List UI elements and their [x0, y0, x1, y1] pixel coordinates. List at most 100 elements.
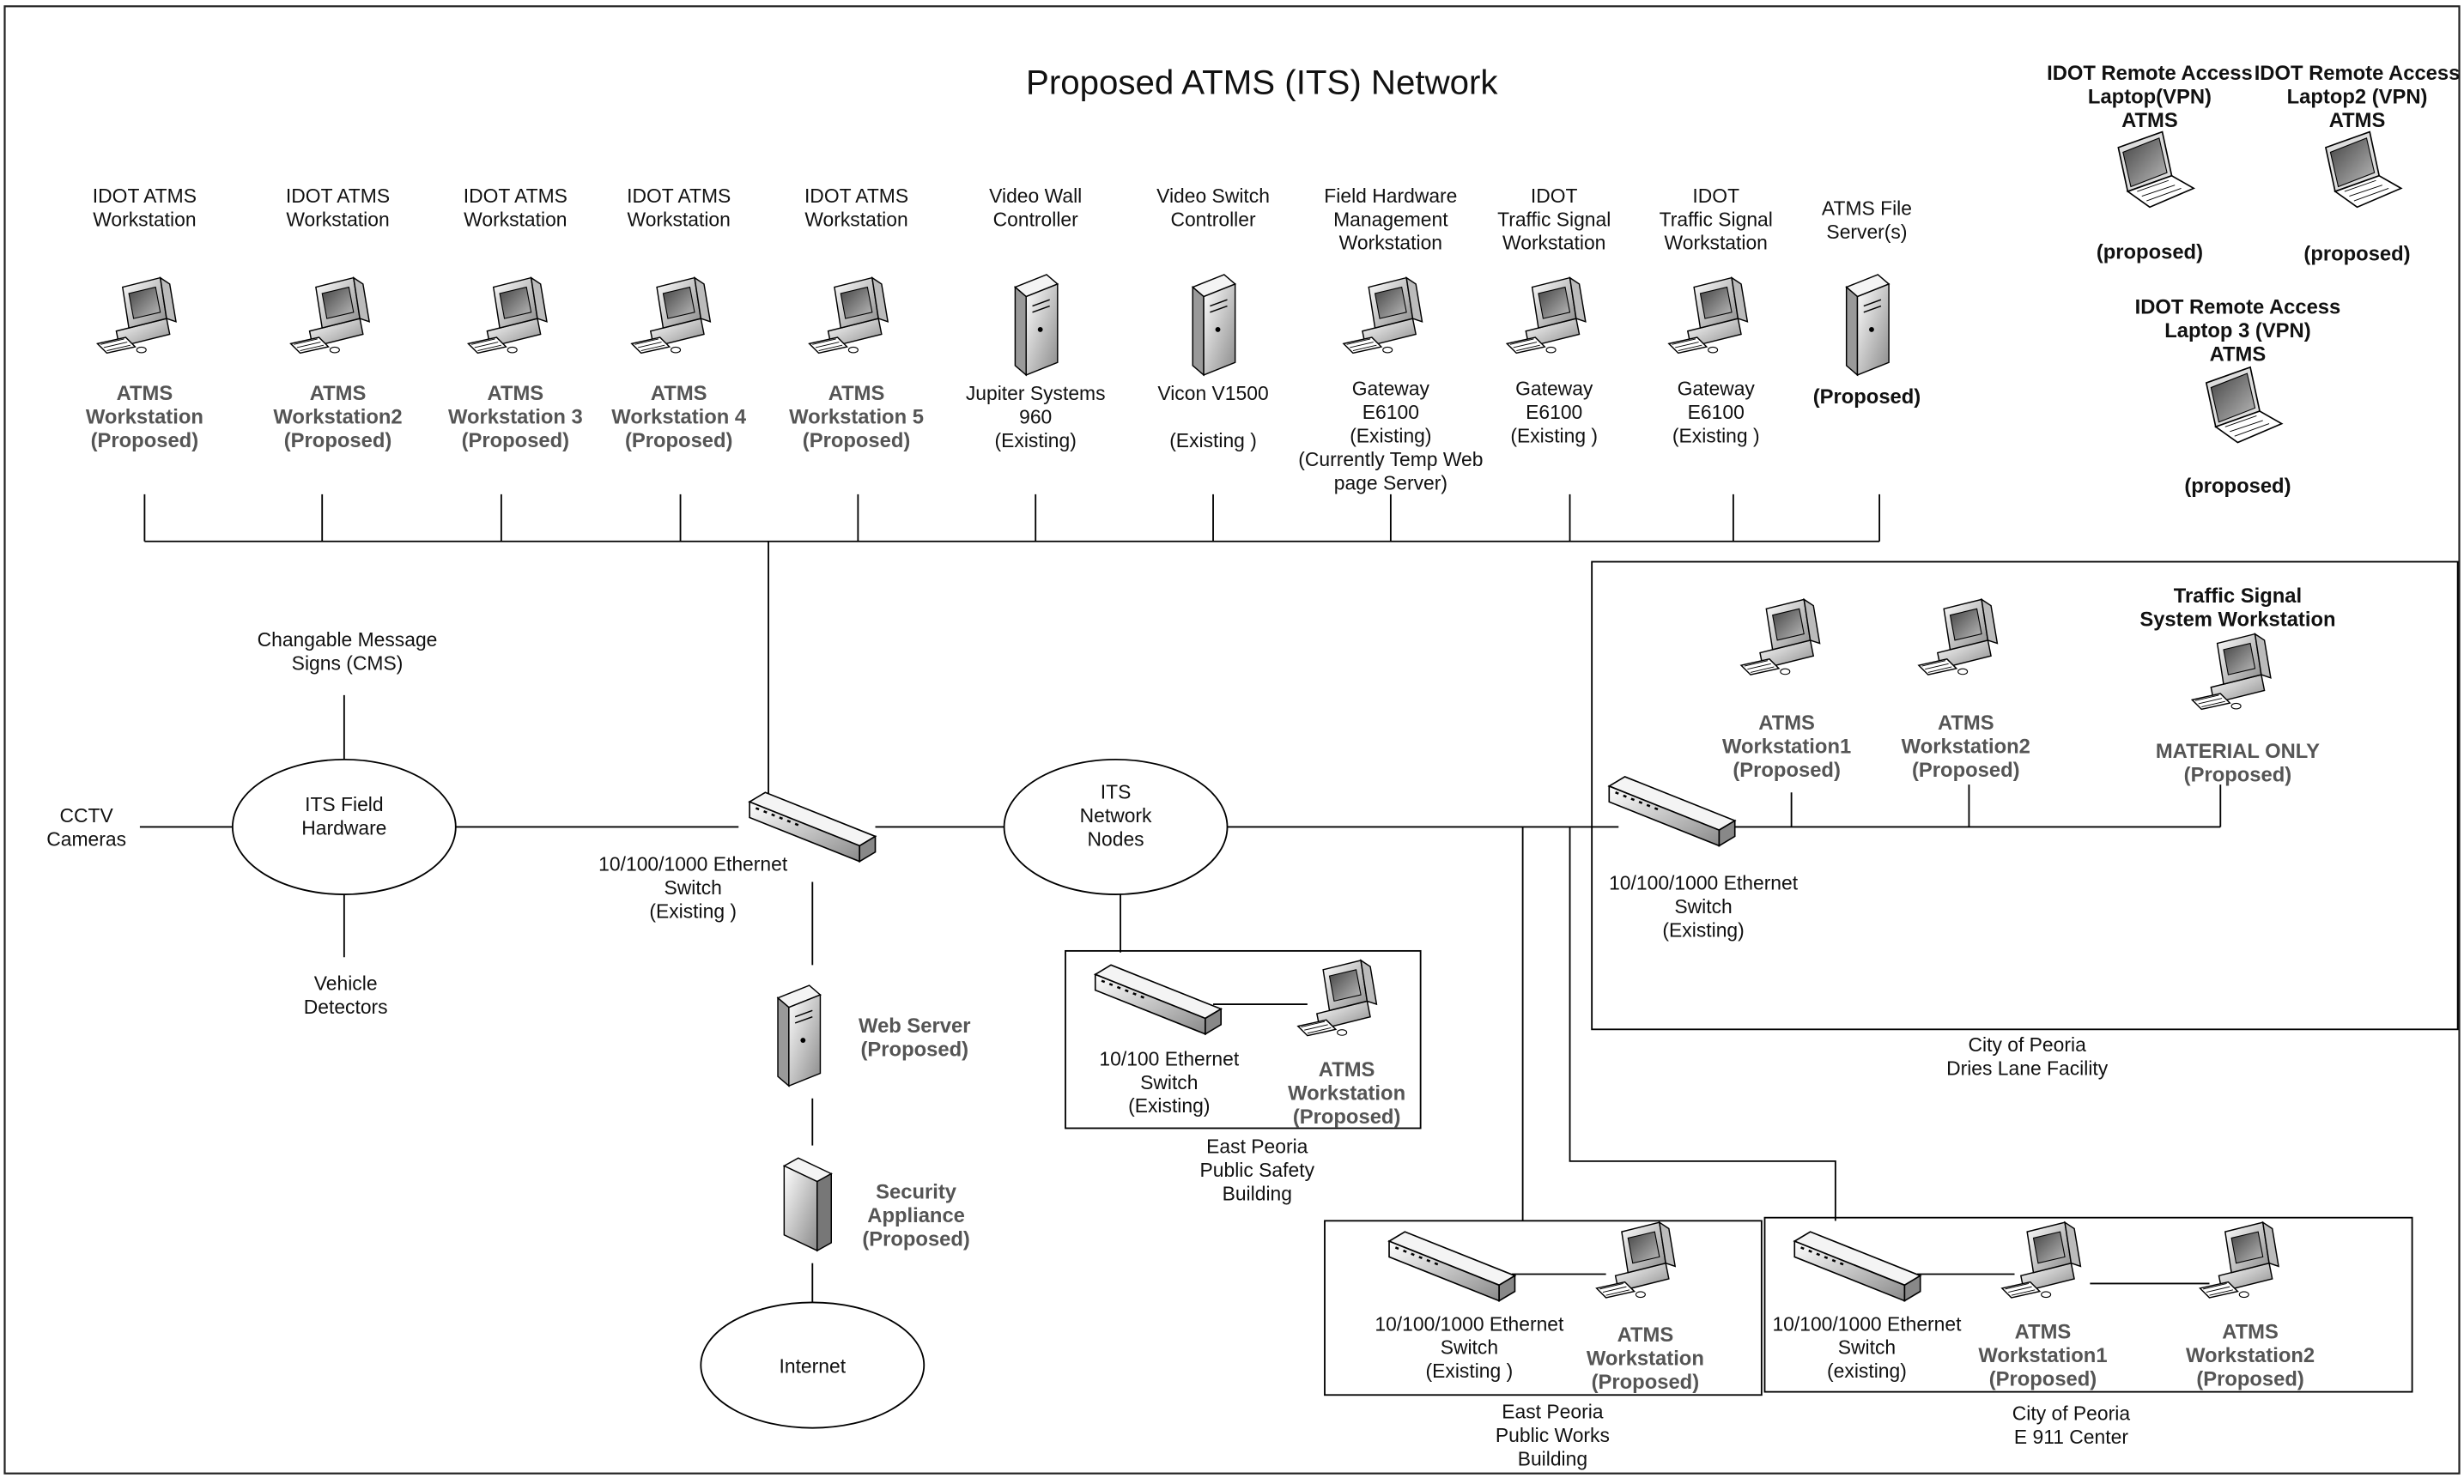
- its-network-nodes: [1003, 758, 1229, 895]
- node-heading: Workstation: [464, 208, 567, 230]
- connector-line: [1569, 827, 1836, 1221]
- switch-label: 10/100/1000 Ethernet: [1772, 1312, 1962, 1335]
- its-field-hardware-node: [231, 758, 457, 895]
- laptop-label: (proposed): [2097, 241, 2203, 264]
- node-heading: Management: [1333, 208, 1448, 230]
- workstation-icon: [1343, 276, 1423, 354]
- workstation-label: Workstation2: [1902, 736, 2030, 759]
- workstation-label: ATMS: [2222, 1320, 2279, 1343]
- workstation-icon: [2001, 1221, 2082, 1299]
- its-network-nodes-label: Nodes: [1087, 827, 1144, 850]
- site-caption: East Peoria: [1206, 1136, 1308, 1158]
- workstation-icon: [631, 276, 712, 354]
- site-caption: Public Works: [1496, 1424, 1610, 1446]
- workstation-label: (Proposed): [2184, 763, 2292, 786]
- switch-label: 10/100/1000 Ethernet: [1375, 1312, 1564, 1335]
- node-heading: IDOT ATMS: [286, 185, 390, 207]
- ethernet-switch-icon: [1608, 775, 1736, 847]
- workstation-label: Workstation1: [1722, 736, 1851, 759]
- node-label: (Existing): [1350, 425, 1431, 447]
- laptop-icon: [2205, 366, 2283, 444]
- workstation-heading: Traffic Signal: [2174, 585, 2302, 608]
- web-server-icon: [777, 984, 822, 1087]
- web-server-label: Web Server: [859, 1015, 970, 1038]
- diagram-title: Proposed ATMS (ITS) Network: [1026, 64, 1498, 102]
- workstation-icon: [1668, 276, 1749, 354]
- workstation-icon: [1918, 598, 1999, 675]
- site-caption: Dries Lane Facility: [1946, 1057, 2109, 1079]
- ethernet-switch-icon: [1387, 1230, 1516, 1302]
- laptop-heading: IDOT Remote Access: [2255, 62, 2461, 85]
- dries-lane-box: [1591, 560, 2459, 1031]
- node-label: Workstation 3: [448, 406, 583, 429]
- security-appliance-label: (Proposed): [862, 1228, 970, 1251]
- workstation-heading: System Workstation: [2139, 608, 2335, 631]
- switch-label: Switch: [1674, 895, 1732, 918]
- east-peoria-safety-box: [1065, 949, 1422, 1130]
- switch-label: 10/100 Ethernet: [1099, 1047, 1239, 1069]
- node-label: E6100: [1362, 401, 1419, 423]
- node-heading: Workstation: [628, 208, 731, 230]
- workstation-icon: [1506, 276, 1587, 354]
- switch-label: Switch: [1441, 1336, 1498, 1359]
- e911-center-box: [1763, 1216, 2413, 1393]
- vehicle-detectors-label: Vehicle: [314, 972, 378, 995]
- laptop-label: (proposed): [2303, 242, 2410, 265]
- node-label: Workstation2: [273, 406, 402, 429]
- node-label: 960: [1019, 406, 1052, 428]
- node-label: ATMS: [828, 382, 885, 405]
- cms-label: Changable Message: [258, 628, 438, 651]
- workstation-label: ATMS: [1319, 1058, 1375, 1081]
- node-label: ATMS: [488, 382, 544, 405]
- node-heading: Traffic Signal: [1660, 208, 1773, 230]
- workstation-icon: [467, 276, 548, 354]
- node-heading: Workstation: [1665, 232, 1768, 254]
- ethernet-switch-icon: [748, 790, 877, 863]
- cctv-label: CCTV: [60, 804, 114, 827]
- node-label: page Server): [1334, 471, 1447, 494]
- node-heading: Workstation: [804, 208, 907, 230]
- node-label: (Proposed): [91, 429, 199, 452]
- node-heading: IDOT ATMS: [627, 185, 731, 207]
- site-caption: E 911 Center: [2014, 1426, 2128, 1448]
- workstation-label: ATMS: [2015, 1320, 2072, 1343]
- node-label: Vicon V1500: [1157, 382, 1268, 404]
- switch-label: (Existing ): [1426, 1360, 1514, 1382]
- node-label: Workstation: [86, 406, 203, 429]
- workstation-label: (Proposed): [1912, 759, 2020, 782]
- node-heading: ATMS File: [1822, 197, 1912, 219]
- site-caption: East Peoria: [1502, 1401, 1604, 1423]
- switch-label: (Existing): [1128, 1094, 1210, 1117]
- node-label: (Proposed): [284, 429, 392, 452]
- laptop-heading: Laptop(VPN): [2088, 86, 2212, 109]
- site-boxes: [231, 560, 2459, 1429]
- server-icon: [1014, 274, 1059, 376]
- site-caption: City of Peoria: [2012, 1402, 2131, 1425]
- node-heading: Workstation: [1502, 232, 1605, 254]
- laptop-heading: ATMS: [2210, 343, 2267, 366]
- node-label: (Proposed): [803, 429, 911, 452]
- main-switch-label: (Existing ): [649, 900, 737, 923]
- node-heading: Workstation: [286, 208, 389, 230]
- ethernet-switch-icon: [1793, 1230, 1921, 1302]
- workstation-label: (Proposed): [1293, 1105, 1401, 1129]
- laptop-label: (proposed): [2184, 475, 2291, 498]
- node-label: (Proposed): [1813, 385, 1921, 409]
- workstation-icon: [2199, 1221, 2279, 1299]
- workstation-icon: [289, 276, 370, 354]
- workstation-label: Workstation2: [2186, 1344, 2315, 1367]
- workstation-icon: [808, 276, 889, 354]
- server-icon: [1845, 274, 1890, 376]
- cms-label: Signs (CMS): [292, 652, 404, 675]
- laptop-heading: IDOT Remote Access: [2047, 62, 2253, 85]
- vehicle-detectors-label: Detectors: [304, 996, 388, 1018]
- switch-label: (Existing): [1662, 918, 1744, 941]
- site-caption: Building: [1518, 1448, 1587, 1470]
- server-icon: [1192, 274, 1236, 376]
- node-label: (Existing ): [1672, 425, 1760, 447]
- node-heading: Field Hardware: [1324, 185, 1457, 207]
- node-label: (Existing ): [1510, 425, 1598, 447]
- node-heading: Traffic Signal: [1497, 208, 1611, 230]
- laptop-heading: Laptop 3 (VPN): [2164, 319, 2310, 342]
